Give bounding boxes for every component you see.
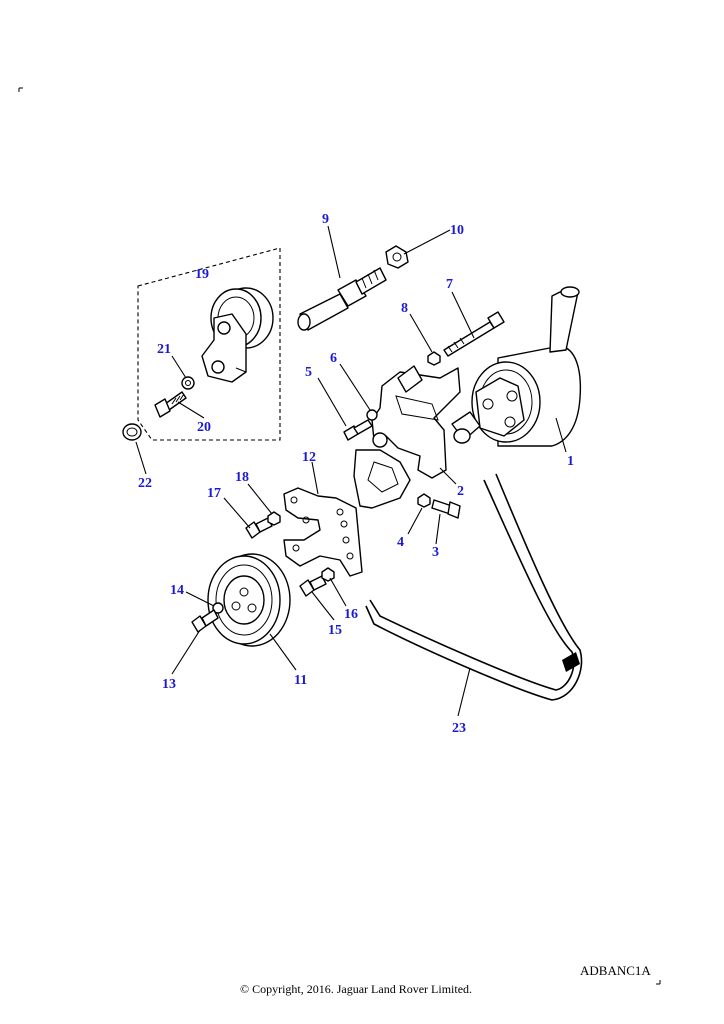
drive-belt-23 (365, 473, 583, 701)
callout-17: 17 (207, 486, 221, 501)
power-steering-pump-1 (451, 286, 582, 447)
callout-8: 8 (401, 301, 408, 316)
callout-16: 16 (344, 607, 358, 622)
pivot-stud-9 (297, 267, 387, 331)
washer-14 (212, 602, 224, 614)
callout-18: 18 (235, 470, 249, 485)
pulley-11 (207, 553, 291, 647)
corner-mark-bottom-right (656, 980, 661, 985)
washer-6 (366, 409, 378, 421)
callout-10: 10 (450, 223, 464, 238)
callout-20: 20 (197, 420, 211, 435)
callout-5: 5 (305, 365, 312, 380)
bolt-20 (154, 391, 187, 418)
callout-22: 22 (138, 476, 152, 491)
callout-7: 7 (446, 277, 453, 292)
callout-2: 2 (457, 484, 464, 499)
callout-11: 11 (294, 673, 307, 688)
callout-23: 23 (452, 721, 466, 736)
bolt-3 (431, 499, 461, 519)
callout-4: 4 (397, 535, 404, 550)
callout-13: 13 (162, 677, 176, 692)
tensioner-assembly (201, 287, 274, 383)
callout-labels: 1 2 3 4 5 6 7 8 9 10 11 12 13 14 15 16 1… (138, 212, 574, 736)
nut-18 (267, 511, 281, 526)
callout-19: 19 (195, 267, 209, 282)
nut-8 (427, 351, 441, 366)
callout-14: 14 (170, 583, 184, 598)
callout-3: 3 (432, 545, 439, 560)
washer-21 (181, 376, 195, 390)
bolt-13 (191, 609, 219, 633)
bolt-15 (299, 575, 327, 597)
callout-9: 9 (322, 212, 329, 227)
callout-21: 21 (157, 342, 171, 357)
nut-10 (385, 245, 409, 269)
long-bolt-7 (443, 311, 505, 357)
adjuster-plate-12 (283, 487, 363, 577)
washer-22 (122, 423, 142, 441)
callout-6: 6 (330, 351, 337, 366)
callout-1: 1 (567, 454, 574, 469)
drawing-reference-code: ADBANC1A (580, 963, 651, 978)
nut-16 (321, 567, 335, 582)
leader-lines (135, 225, 567, 717)
pump-bracket-2 (353, 365, 461, 509)
copyright-notice: © Copyright, 2016. Jaguar Land Rover Lim… (239, 982, 473, 996)
nut-4 (417, 493, 431, 508)
bolt-5 (343, 419, 373, 441)
callout-12: 12 (302, 450, 316, 465)
callout-15: 15 (328, 623, 342, 638)
tensioner-group-outline (137, 247, 281, 441)
corner-mark-top-left (18, 87, 23, 92)
